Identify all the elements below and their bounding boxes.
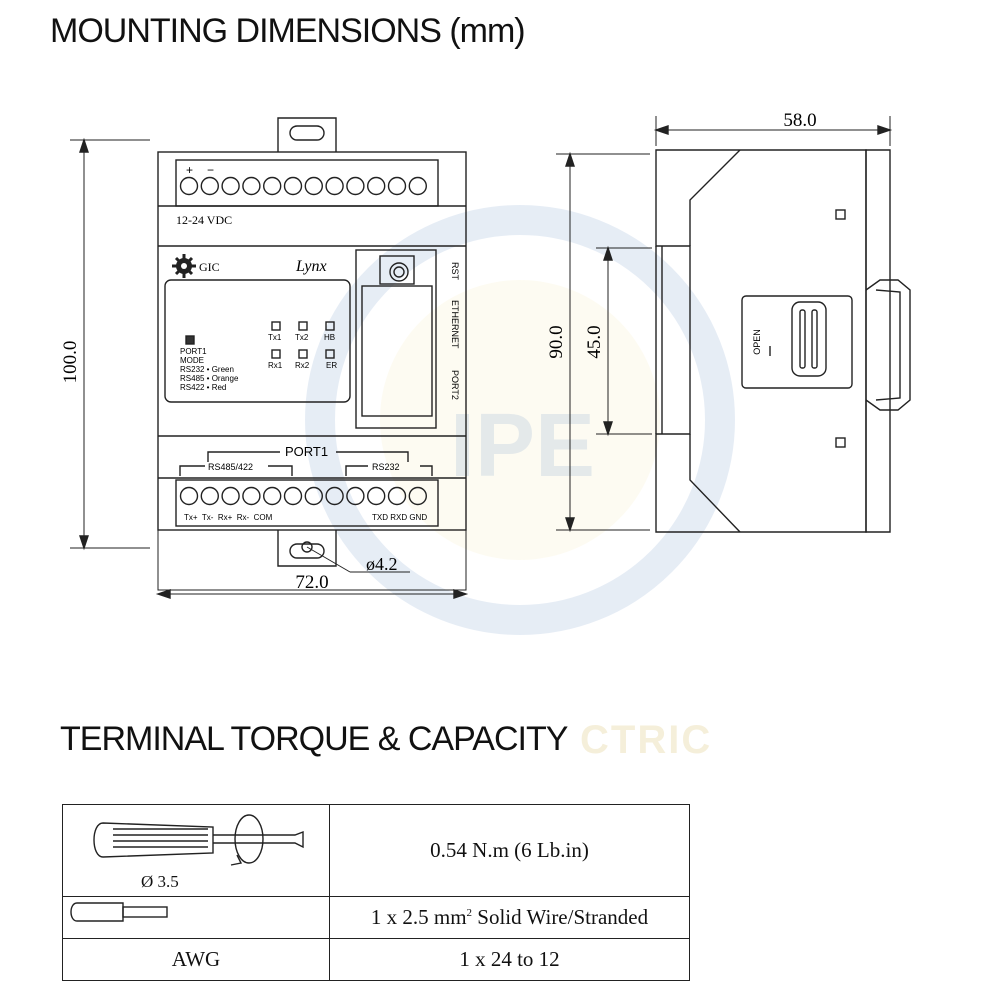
terminal-torque-heading: TERMINAL TORQUE & CAPACITY	[60, 720, 568, 758]
table-row: AWG 1 x 24 to 12	[62, 938, 690, 981]
table-row: Ø 3.5 0.54 N.m (6 Lb.in)	[62, 804, 690, 897]
terminal-minus-label: −	[207, 163, 214, 177]
port1-mode-text: PORT1 MODE RS232 • Green RS485 • Orange …	[180, 347, 241, 392]
rs232-label: RS232	[372, 462, 400, 472]
terminal-plus-label: +	[186, 163, 193, 177]
led-label-tx2: Tx2	[295, 333, 309, 342]
rs485-label: RS485/422	[208, 462, 253, 472]
terminal-screw	[179, 176, 199, 196]
led-label-hb: HB	[324, 333, 335, 342]
bottom-terminal-row	[179, 486, 427, 506]
terminal-screw	[263, 486, 282, 506]
rst-label: RST	[450, 262, 460, 281]
mounting-diagram: + − 12-24 VDC GIC Lynx PORT1 MODE RS232 …	[60, 110, 911, 599]
front-width-dimension: 72.0	[295, 572, 328, 593]
terminal-screw	[179, 486, 199, 506]
side-depth-dimension: 58.0	[783, 110, 816, 131]
watermark-text: IPE	[450, 396, 596, 496]
torque-capacity-table: Ø 3.5 0.54 N.m (6 Lb.in) 1 x 2.5 mm2 Sol…	[62, 804, 690, 981]
terminal-screw	[283, 486, 303, 506]
terminal-screw	[325, 486, 344, 506]
mounting-dimensions-heading: MOUNTING DIMENSIONS (mm)	[50, 12, 526, 50]
terminal-screw	[221, 486, 240, 506]
terminal-screw	[263, 176, 282, 196]
screwdriver-icon: Ø 3.5	[93, 814, 304, 891]
awg-range: 1 x 24 to 12	[329, 938, 690, 981]
led-label-tx1: Tx1	[268, 333, 282, 342]
side-height-dimension: 90.0	[546, 325, 567, 358]
terminal-screw	[304, 176, 323, 196]
terminal-screw	[200, 486, 220, 506]
terminal-screw	[242, 176, 261, 196]
open-label: OPEN	[752, 329, 762, 355]
gic-gear-icon	[172, 254, 196, 278]
terminal-screw	[387, 486, 407, 506]
screwdriver-size-label: Ø 3.5	[141, 872, 179, 891]
terminal-screw	[408, 486, 427, 506]
screwdriver-cell: Ø 3.5	[62, 804, 330, 897]
torque-value: 0.54 N.m (6 Lb.in)	[329, 804, 690, 897]
port1-label: PORT1	[285, 444, 328, 459]
terminal-screw	[221, 176, 240, 196]
top-terminal-row	[179, 176, 427, 196]
terminal-screw	[367, 176, 386, 196]
terminal-screw	[283, 176, 303, 196]
awg-label: AWG	[62, 938, 330, 981]
terminal-screw	[346, 486, 365, 506]
table-row: 1 x 2.5 mm2 Solid Wire/Stranded	[62, 896, 690, 939]
front-height-dimension: 100.0	[60, 341, 81, 384]
brand-label: GIC	[199, 260, 220, 274]
terminal-screw	[304, 486, 323, 506]
terminal-screw	[200, 176, 220, 196]
terminal-screw	[387, 176, 407, 196]
terminal-screw	[242, 486, 261, 506]
supply-voltage-label: 12-24 VDC	[176, 213, 232, 227]
bottom-terminal-labels-left: Tx+ Tx- Rx+ Rx- COM	[184, 513, 273, 522]
terminal-screw	[325, 176, 344, 196]
wire-cell	[62, 896, 330, 939]
wire-capacity: 1 x 2.5 mm2 Solid Wire/Stranded	[329, 896, 690, 939]
ethernet-label: ETHERNET	[450, 300, 460, 349]
led-label-rx2: Rx2	[295, 361, 310, 370]
led-label-rx1: Rx1	[268, 361, 283, 370]
port2-label: PORT2	[450, 370, 460, 400]
hole-diameter-dimension: ø4.2	[366, 554, 398, 574]
model-label: Lynx	[295, 258, 327, 275]
terminal-screw	[408, 176, 427, 196]
watermark-subtext: CTRIC	[580, 718, 713, 762]
wire-ferrule-icon	[70, 902, 168, 922]
led-label-er: ER	[326, 361, 337, 370]
terminal-screw	[367, 486, 386, 506]
bottom-terminal-labels-right: TXD RXD GND	[372, 513, 427, 522]
side-inner-dimension: 45.0	[584, 325, 605, 358]
terminal-screw	[346, 176, 365, 196]
